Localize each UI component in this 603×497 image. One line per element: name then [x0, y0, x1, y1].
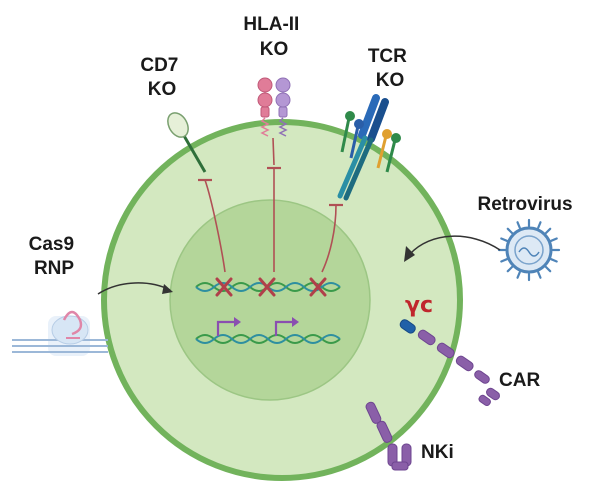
cd7-inhibition-line [204, 179, 226, 273]
retrovirus-entry-arrowhead [404, 246, 415, 262]
nki-label: NKi [421, 442, 454, 463]
car-label: CAR [499, 370, 540, 391]
virus-spike [506, 265, 514, 273]
virus-spike [544, 227, 552, 235]
virus-spike [537, 221, 542, 229]
cd7-receptor-icon [167, 112, 207, 173]
retrovirus-entry-arrow [409, 235, 501, 255]
cas9-rnp-label: Cas9 RNP [29, 234, 80, 279]
cas9-entry-arrowhead [162, 284, 173, 294]
virus-spike [544, 265, 552, 273]
knockout-marks [215, 277, 327, 297]
retrovirus-icon [497, 218, 561, 282]
hla-ii-receptor-icon [257, 77, 291, 166]
virus-spike [516, 221, 521, 229]
hla-ii-label: HLA-II KO [243, 14, 304, 60]
cas9-rnp-icon [12, 310, 108, 356]
virus-spike [506, 227, 514, 235]
virus-spike [500, 258, 508, 263]
cd7-label: CD7 KO [140, 55, 183, 100]
tcr-complex-icon [337, 94, 401, 201]
nki-receptor-icon [365, 401, 412, 471]
virus-spike [550, 237, 558, 242]
virus-spike [537, 271, 542, 279]
cd7-knockout-x-icon [215, 277, 233, 297]
retrovirus-label: Retrovirus [477, 194, 572, 215]
transcription-arrow-icon [216, 317, 241, 336]
car-receptor-icon [399, 319, 500, 407]
tcr-knockout-x-icon [309, 277, 327, 297]
tcr-inhibition-line [321, 204, 337, 273]
gamma-c-label: γc [405, 293, 433, 318]
virus-spike [500, 237, 508, 242]
hla-knockout-x-icon [258, 277, 276, 297]
transcription-arrows [216, 317, 299, 336]
virus-spike [516, 271, 521, 279]
tcr-label: TCR KO [368, 46, 412, 91]
nucleus [169, 199, 371, 401]
knockout-inhibition-lines [198, 166, 343, 273]
virus-spike [550, 258, 558, 263]
dna-strand-expression [195, 334, 341, 344]
transcription-arrow-icon [274, 317, 299, 336]
